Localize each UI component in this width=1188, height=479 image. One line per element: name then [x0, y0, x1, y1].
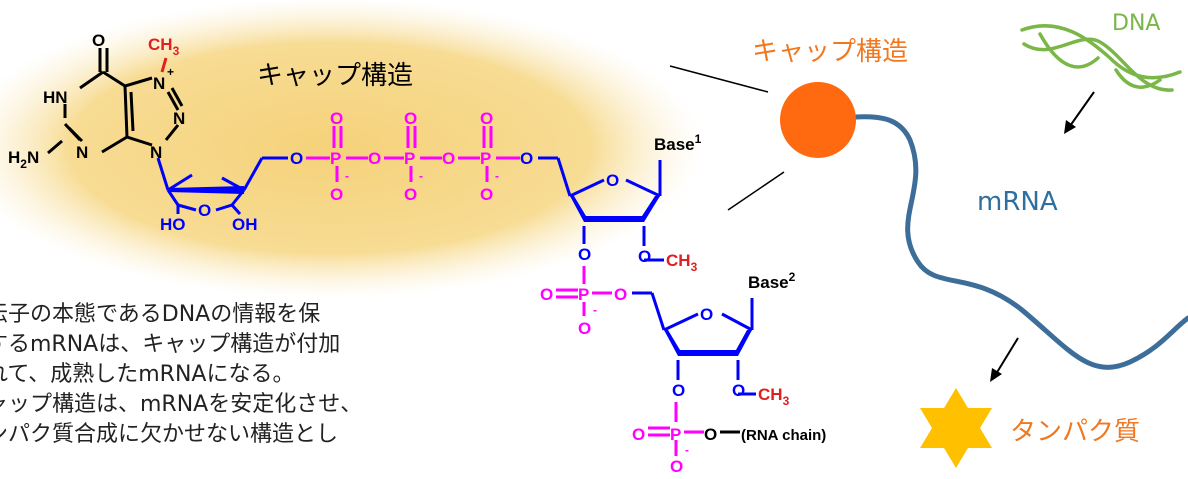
- nucleotide-2-ribose: [632, 291, 756, 396]
- atom-OH: OH: [232, 215, 258, 234]
- guanine-base: [47, 48, 184, 155]
- cap-label: キャップ構造: [752, 37, 908, 67]
- charge-minus-4: -: [593, 303, 597, 317]
- callout-line-top: [669, 65, 769, 93]
- atom-P4-O: O: [540, 285, 553, 304]
- atom-nt1-2prime-O: O: [638, 247, 651, 266]
- atom-N3: N: [76, 143, 88, 162]
- explanation-line: れて、成熟したmRNAになる。: [0, 362, 295, 387]
- cap-ball: [780, 82, 856, 158]
- atom-N8: N: [173, 109, 185, 128]
- atom-P5-ester-O: O: [704, 425, 717, 444]
- bond-OH: [230, 204, 242, 215]
- explanation-line: ャップ構造は、mRNAを安定化させ、: [0, 392, 363, 417]
- label-base1: Base1: [654, 132, 702, 154]
- dna-label: DNA: [1112, 11, 1160, 36]
- dna-helix-icon: [1020, 24, 1182, 92]
- atom-P1: P: [330, 149, 341, 168]
- atom-P1-O: O: [330, 109, 343, 128]
- atom-methyl: CH3: [148, 35, 180, 58]
- cap-glow-background: [0, 0, 702, 298]
- explanation-line: ンパク質合成に欠かせない構造とし: [0, 422, 339, 447]
- charge-minus-3: -: [495, 169, 499, 183]
- glycosidic-bond: [156, 157, 170, 191]
- charge-minus-2: -: [419, 169, 423, 183]
- atom-bridge-O-2: O: [442, 149, 455, 168]
- protein-label: タンパク質: [1010, 417, 1140, 447]
- nucleotide-1-ribose: [538, 156, 664, 262]
- atom-P5-Ominus: O: [670, 457, 683, 476]
- atom-P2: P: [404, 149, 415, 168]
- atom-5prime-O: O: [290, 149, 303, 168]
- atom-HN: HN: [43, 88, 68, 107]
- charge-plus: +: [167, 65, 174, 79]
- atom-5prime-O-nt1: O: [520, 149, 533, 168]
- atom-nt2-methyl: CH3: [758, 385, 790, 408]
- atom-bridge-O-1: O: [368, 149, 381, 168]
- atom-NH2: H2N: [8, 148, 39, 171]
- charge-minus-5: -: [685, 443, 689, 457]
- arrow-dna-to-mrna: [1064, 91, 1095, 134]
- atom-P3: P: [480, 149, 491, 168]
- atom-nt1-ring-O: O: [606, 171, 619, 190]
- atom-P4: P: [578, 285, 589, 304]
- label-rna-chain: (RNA chain): [741, 427, 826, 444]
- explanation-line: 伝子の本態であるDNAの情報を保: [0, 302, 321, 327]
- phosphodiester-2: [648, 402, 704, 456]
- atom-ribose-O: O: [198, 201, 211, 220]
- atom-carbonyl-O: O: [92, 31, 105, 50]
- nucleotide-1-wedge: [570, 196, 660, 222]
- cap-structure-title: キャップ構造: [257, 61, 413, 91]
- phosphodiester-1: [556, 266, 612, 316]
- atom-N9: N: [150, 143, 162, 162]
- atom-nt2-2prime-O: O: [732, 381, 745, 400]
- atom-P3-Ominus: O: [480, 185, 493, 204]
- atom-nt2-3prime-O: O: [672, 381, 685, 400]
- atom-HO: HO: [160, 215, 186, 234]
- charge-minus-1: -: [345, 169, 349, 183]
- atom-nt2-ring-O: O: [700, 305, 713, 324]
- protein-star-icon: [920, 388, 992, 468]
- atom-P1-Ominus: O: [330, 185, 343, 204]
- triphosphate: [306, 126, 520, 182]
- atom-P5: P: [670, 425, 681, 444]
- explanation-line: するmRNAは、キャップ構造が付加: [0, 332, 341, 357]
- mrna-strand: [839, 114, 1188, 370]
- atom-nt1-methyl: CH3: [666, 251, 698, 274]
- mrna-label: mRNA: [977, 187, 1058, 217]
- atom-nt1-3prime-O: O: [578, 245, 591, 264]
- atom-N7: N: [153, 74, 165, 93]
- cap-ribose-wedge: [168, 186, 244, 194]
- callout-line-bottom: [727, 171, 785, 211]
- nucleotide-2-wedge: [664, 330, 752, 356]
- arrow-mrna-to-protein: [990, 337, 1019, 382]
- methyl-bond: [160, 57, 168, 73]
- atom-P3-O: O: [480, 109, 493, 128]
- triphosphate-atoms: O P O - O O P O - O O P O -: [330, 109, 499, 204]
- atom-P2-Ominus: O: [404, 185, 417, 204]
- atom-P5-O: O: [632, 425, 645, 444]
- atom-nt2-5prime-O: O: [614, 285, 627, 304]
- atom-P2-O: O: [404, 109, 417, 128]
- atom-P4-Ominus: O: [578, 319, 591, 338]
- label-base2: Base2: [748, 270, 796, 292]
- explanation-text: 伝子の本態であるDNAの情報を保 するmRNAは、キャップ構造が付加 れて、成熟…: [0, 300, 506, 450]
